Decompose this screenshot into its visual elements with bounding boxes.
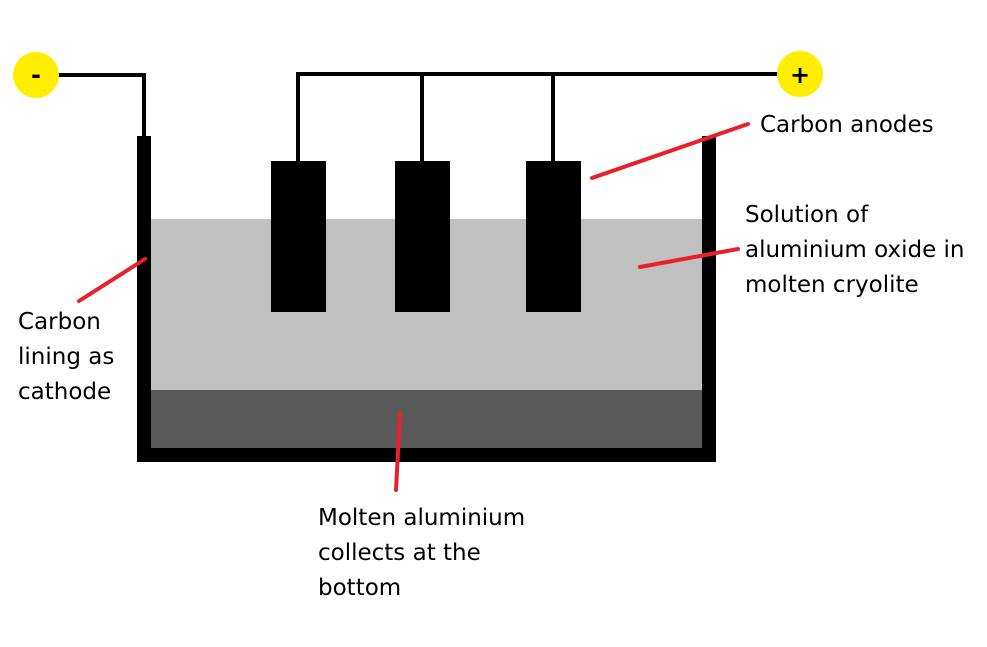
label-molten-aluminium: Molten aluminium collects at the bottom (318, 505, 532, 601)
cathode-wire (58, 73, 146, 138)
label-cathode: Carbon lining as cathode (18, 309, 122, 405)
label-line: lining as (18, 344, 114, 370)
label-line: aluminium oxide in (745, 237, 965, 263)
tank-right-wall (702, 136, 716, 462)
positive-terminal: + (777, 51, 823, 97)
wires (58, 72, 778, 162)
label-carbon-anodes: Carbon anodes (760, 112, 934, 138)
anodes-pointer (590, 122, 750, 180)
molten-aluminium-layer (150, 390, 702, 448)
tank-left-wall (137, 136, 151, 462)
label-line: bottom (318, 575, 401, 601)
label-electrolyte: Solution of aluminium oxide in molten cr… (745, 202, 972, 298)
carbon-anode-1 (271, 161, 326, 312)
carbon-anode-2 (395, 161, 450, 312)
label-line: molten cryolite (745, 272, 919, 298)
label-line: Molten aluminium (318, 505, 525, 531)
carbon-anodes (271, 161, 581, 312)
positive-terminal-circle (777, 51, 823, 97)
carbon-lining-tank (137, 136, 716, 462)
label-line: Solution of (745, 202, 869, 228)
positive-terminal-sign: + (790, 61, 810, 89)
label-line: cathode (18, 379, 111, 405)
cathode-pointer (77, 257, 147, 303)
label-line: Carbon anodes (760, 112, 934, 138)
label-line: collects at the (318, 540, 481, 566)
pointer-lines (77, 122, 750, 492)
label-line: Carbon (18, 309, 101, 335)
negative-terminal: - (13, 52, 59, 98)
negative-terminal-sign: - (31, 61, 41, 89)
tank-bottom-wall (137, 448, 716, 462)
negative-terminal-circle (13, 52, 59, 98)
aluminium-pointer (394, 412, 402, 492)
electrolyte-pointer (638, 247, 740, 269)
anode-bus-wire (296, 72, 778, 162)
carbon-anode-3 (526, 161, 581, 312)
